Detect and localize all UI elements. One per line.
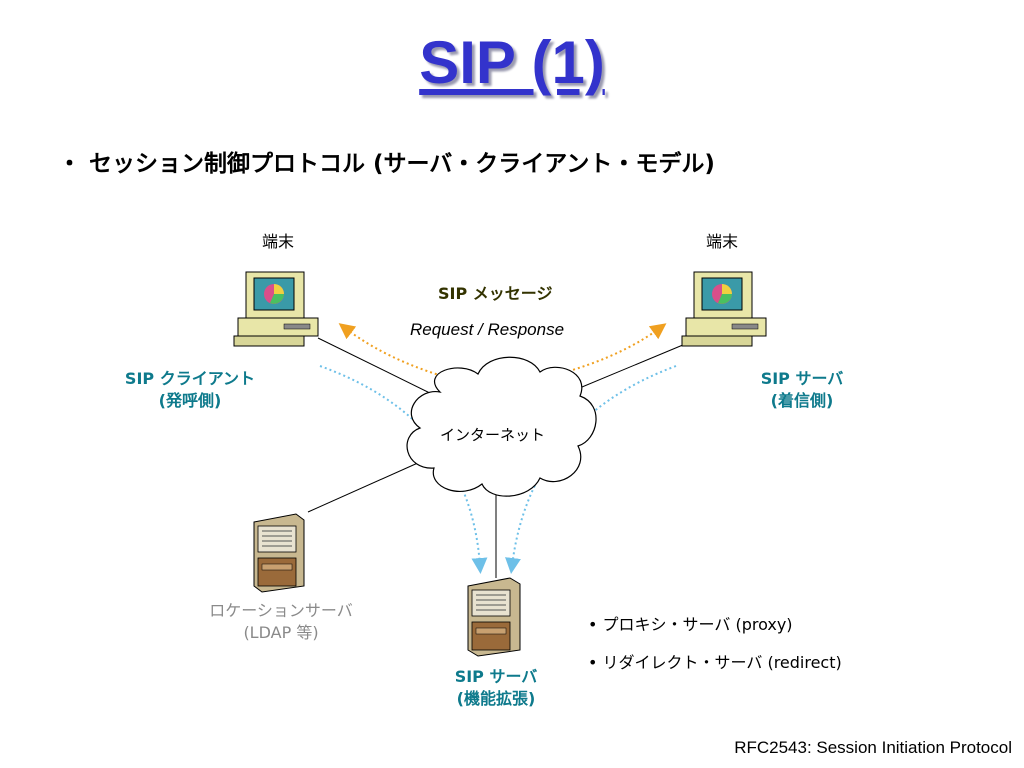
bullet-text: ・ セッション制御プロトコル (サーバ・クライアント・モデル) xyxy=(58,151,715,177)
footer-reference: RFC2543: Session Initiation Protocol xyxy=(734,738,1012,757)
terminal-left-label: 端末 xyxy=(262,232,295,251)
client-label-line1: SIP クライアント xyxy=(124,369,256,388)
client-label: SIP クライアント (発呼側) xyxy=(110,368,270,412)
server-right-label-line2: (着信側) xyxy=(770,391,834,410)
terminal-left-icon xyxy=(233,271,319,347)
location-server-label-line1: ロケーションサーバ xyxy=(209,601,353,620)
sip-server-label-line2: (機能拡張) xyxy=(456,689,536,708)
server-types-list: • プロキシ・サーバ (proxy) • リダイレクト・サーバ (redirec… xyxy=(588,606,842,682)
sip-server-label-line1: SIP サーバ xyxy=(454,667,538,686)
client-label-line2: (発呼側) xyxy=(158,391,222,410)
terminal-right-label: 端末 xyxy=(706,232,739,251)
sip-message-label: SIP メッセージ xyxy=(438,284,553,303)
request-response-label: Request / Response xyxy=(410,320,565,339)
page-title: SIP (1) xyxy=(419,29,605,96)
internet-label: インターネット xyxy=(440,426,546,444)
terminal-right-icon xyxy=(681,271,767,347)
location-server-label-line2: (LDAP 等) xyxy=(243,623,319,642)
server-right-label-line1: SIP サーバ xyxy=(760,369,844,388)
link-location-server xyxy=(307,461,421,513)
internet-cloud-icon xyxy=(406,356,597,497)
sip-server-icon xyxy=(467,577,521,657)
server-type-proxy: • プロキシ・サーバ (proxy) xyxy=(588,615,793,634)
location-server-icon xyxy=(253,513,305,593)
link-right-terminal xyxy=(569,341,691,393)
link-left-terminal xyxy=(317,337,441,399)
server-type-redirect: • リダイレクト・サーバ (redirect) xyxy=(588,653,842,672)
server-right-label: SIP サーバ (着信側) xyxy=(732,368,872,412)
sip-server-label: SIP サーバ (機能拡張) xyxy=(426,666,566,710)
location-server-label: ロケーションサーバ (LDAP 等) xyxy=(186,600,376,644)
